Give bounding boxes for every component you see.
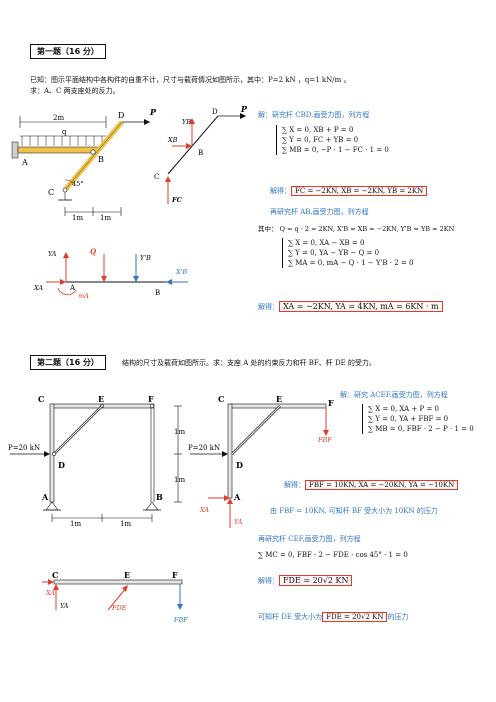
fbd-label-C: C xyxy=(154,173,159,181)
fbd-label-YB: YB xyxy=(182,118,191,126)
label-B: B xyxy=(98,155,104,164)
ab-label-A: A xyxy=(69,284,76,292)
f2r-label-YA: YA xyxy=(234,518,243,526)
f2r-label-D: D xyxy=(236,460,243,470)
p2-eq2: ∑ MC = 0, FBF · 2 − FDE · cos 45° · 1 = … xyxy=(258,551,408,559)
f2-label-P: P=20 kN xyxy=(8,444,40,452)
problem2-fbd-cef: C E F XA YA FDE FBF xyxy=(42,570,188,624)
p2-note2-value: FDE = 20√2 KN xyxy=(322,612,388,622)
fbd-label-XB: XB xyxy=(167,136,178,144)
problem1-fbd-ab: YA XA A mA Q Y'B X'B B xyxy=(33,247,188,300)
p1-eqs2: ∑ X = 0, XA − XB = 0 ∑ Y = 0, YA − YB − … xyxy=(282,238,413,268)
f2r-label-C: C xyxy=(218,394,224,404)
p2-eq1-2: ∑ Y = 0, YA + FBF = 0 xyxy=(368,415,449,423)
p1-res2: XA = −2KN, YA = 4KN, mA = 6KN · m xyxy=(279,301,443,312)
fbd-label-FC: FC xyxy=(171,196,183,204)
p2-sol1: 解：研究 ACEF,画受力图，列方程 xyxy=(340,391,448,399)
p1-res1: FC = −2KN, XB = −2KN, YB = 2KN xyxy=(291,186,428,196)
p2-res2: FDE = 20√2 KN xyxy=(279,575,353,586)
f2r-label-A: A xyxy=(233,492,241,502)
f2-dim-h1: 1m xyxy=(70,520,81,528)
f2b-label-FDE: FDE xyxy=(111,604,127,612)
fbd-label-B: B xyxy=(198,149,203,157)
problem1-fbd-cbd: P D YB XB B C FC xyxy=(154,104,248,204)
fbd-label-P: P xyxy=(240,104,248,114)
p1-res2-prefix: 解得： xyxy=(258,303,279,311)
label-P: P xyxy=(149,107,157,117)
p2-eq1-1: ∑ X = 0, XA + P = 0 xyxy=(368,405,440,413)
p2-note2-prefix: 可知杆 DE 受大小为 xyxy=(258,613,323,621)
problem1-ask: 求：A、C 两支座处的反力。 xyxy=(30,87,120,95)
f2r-label-F: F xyxy=(328,398,334,408)
p1-eq2-3: ∑ MA = 0, mA − Q · 1 − Y'B · 2 = 0 xyxy=(288,259,414,267)
dim-1m-a: 1m xyxy=(72,214,83,222)
p1-eq2-1: ∑ X = 0, XA − XB = 0 xyxy=(288,239,365,247)
f2-label-B: B xyxy=(156,492,163,502)
fbd-label-D: D xyxy=(212,108,218,116)
f2r-label-P: P=20 kN xyxy=(188,444,220,452)
label-q: q xyxy=(62,128,67,136)
f2b-label-F: F xyxy=(172,570,178,580)
problem2-fbd-acef: C E F D FBF P=20 kN A XA YA xyxy=(188,394,334,528)
p2-res2-prefix: 解得： xyxy=(258,577,279,585)
f2b-label-FBF: FBF xyxy=(173,616,188,624)
f2-dim-h2: 1m xyxy=(120,520,131,528)
f2r-label-FBF: FBF xyxy=(317,436,332,444)
f2b-label-E: E xyxy=(124,570,130,580)
problem1-title: 第一题（16 分） xyxy=(30,44,106,59)
p2-res1: FBF = 10KN, XA = −20KN, YA = −10KN xyxy=(305,480,459,490)
f2-dim-v1: 1m xyxy=(174,428,185,436)
dim-2m: 2m xyxy=(53,114,64,122)
ab-label-mA: mA xyxy=(78,292,89,300)
problem2-title: 第二题（16 分） xyxy=(30,355,106,370)
f2-label-D: D xyxy=(58,460,65,470)
p1-res1-prefix: 解得： xyxy=(270,187,291,195)
label-D: D xyxy=(118,111,124,120)
f2b-label-C: C xyxy=(52,570,58,580)
p1-eqs1: ∑ X = 0, XB + P = 0 ∑ Y = 0, FC + YB = 0… xyxy=(276,125,389,155)
label-C: C xyxy=(48,188,54,197)
p2-sol2: 再研究杆 CEF,画受力图，列方程 xyxy=(258,535,361,543)
p2-note1: 由 FBF = 10KN, 可知杆 BF 受大小为 10KN 的压力 xyxy=(270,507,438,515)
ab-label-B: B xyxy=(155,289,160,297)
f2-label-E: E xyxy=(98,394,104,404)
p1-sol2: 再研究杆 AB,画受力图，列方程 xyxy=(270,208,369,216)
p2-eq1-3: ∑ MB = 0, FBF · 2 − P · 1 = 0 xyxy=(368,425,474,433)
p1-eq1-1: ∑ X = 0, XB + P = 0 xyxy=(282,126,354,134)
p2-eqs1: ∑ X = 0, XA + P = 0 ∑ Y = 0, YA + FBF = … xyxy=(362,404,474,434)
f2-label-A: A xyxy=(41,492,49,502)
p1-eq1-2: ∑ Y = 0, FC + YB = 0 xyxy=(282,136,359,144)
p1-sol1: 解：研究杆 CBD,画受力图，列方程 xyxy=(258,111,370,119)
f2b-label-XA: XA xyxy=(45,589,55,597)
f2r-label-E: E xyxy=(276,394,282,404)
p2-res1-prefix: 解得： xyxy=(284,481,305,489)
ab-label-XB: X'B xyxy=(175,268,187,276)
p1-where: 其中： Q = q · 2 = 2KN, X'B = XB = −2KN, Y'… xyxy=(258,225,455,233)
dim-1m-b: 1m xyxy=(100,214,111,222)
p1-eq2-2: ∑ Y = 0, YA − YB − Q = 0 xyxy=(288,249,380,257)
f2-label-F: F xyxy=(148,394,154,404)
problem2-frame-figure: C E F D B P=20 kN A 1m 1m 1m 1m xyxy=(8,394,185,528)
ab-label-YB: Y'B xyxy=(140,254,151,262)
problem1-given: 已知：图示平面结构中各构件的自重不计，尺寸与载荷情况如图所示，其中：P=2 kN… xyxy=(30,76,351,84)
ab-label-Q: Q xyxy=(90,247,96,256)
ab-label-XA: XA xyxy=(33,284,43,292)
f2b-label-YA: YA xyxy=(60,602,69,610)
problem1-structure-figure: 2m q A B D P C 45° 1m 1m xyxy=(11,107,157,222)
f2-label-C: C xyxy=(38,394,44,404)
f2r-label-XA: XA xyxy=(199,506,209,514)
label-45deg: 45° xyxy=(72,180,84,188)
p2-note2-suffix: 的压力 xyxy=(387,613,409,621)
f2-dim-v2: 1m xyxy=(174,476,185,484)
label-A: A xyxy=(21,158,28,167)
problem2-desc: 结构的尺寸及载荷如图所示。求：支座 A 处的约束反力和杆 BF、杆 DE 的受力… xyxy=(122,359,376,367)
p1-eq1-3: ∑ MB = 0, −P · 1 − FC · 1 = 0 xyxy=(282,146,389,154)
ab-label-YA: YA xyxy=(48,250,57,258)
